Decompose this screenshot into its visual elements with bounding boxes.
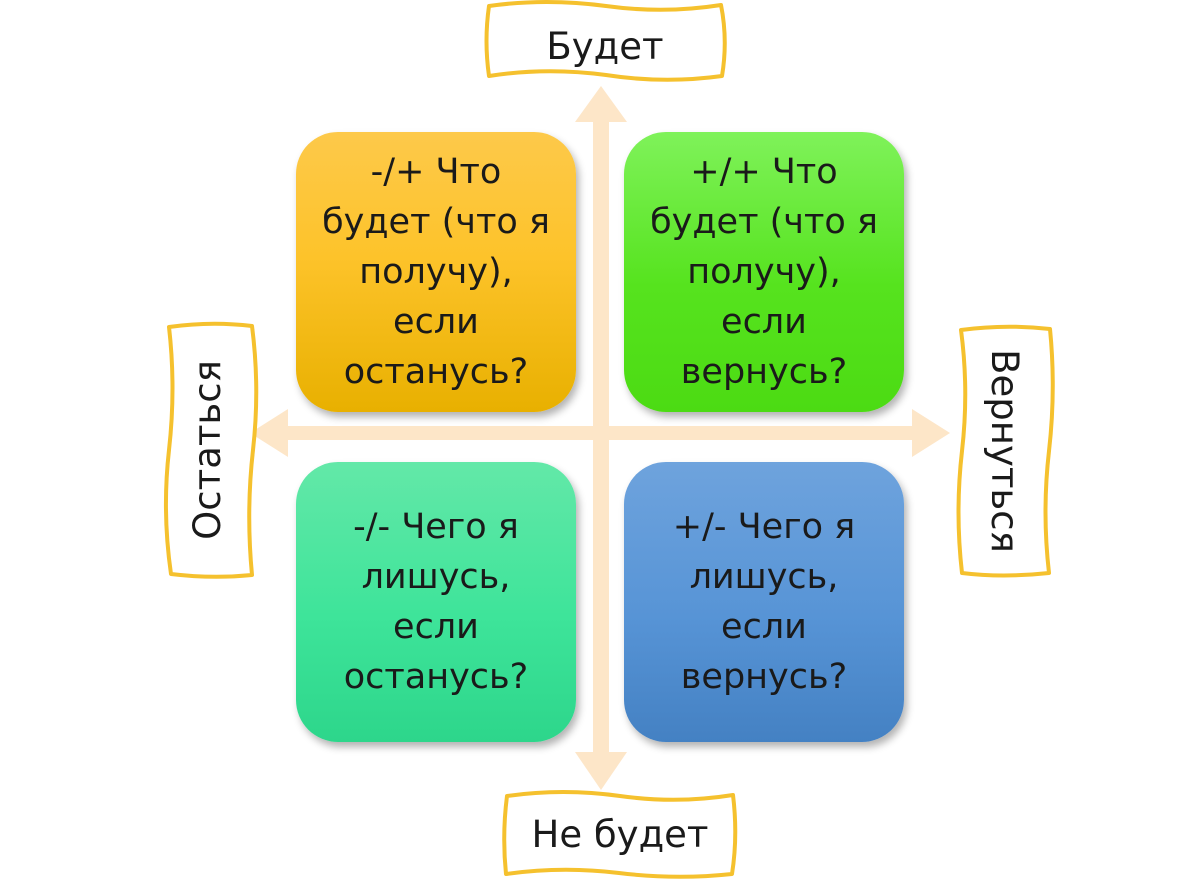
quadrant-top-right: +/+ Что будет (что я получу), если верну… — [624, 132, 904, 412]
sign-top — [484, 0, 727, 82]
quadrant-bottom-left: -/- Чего я лишусь, если останусь? — [296, 462, 576, 742]
quadrant-top-right-text: +/+ Что будет (что я получу), если верну… — [650, 152, 878, 392]
axis-label-left: Остаться — [186, 360, 229, 540]
axis-signs — [163, 0, 1055, 879]
quadrant-top-left: -/+ Что будет (что я получу), если остан… — [296, 132, 576, 412]
sign-left — [163, 321, 259, 579]
horizontal-axis-arrow — [250, 409, 950, 457]
quadrant-bottom-right: +/- Чего я лишусь, если вернусь? — [624, 462, 904, 742]
axis-label-bottom: Не будет — [531, 813, 709, 856]
quadrant-bottom-right-text: +/- Чего я лишусь, если вернусь? — [672, 507, 856, 697]
quadrant-top-left-text: -/+ Что будет (что я получу), если остан… — [322, 152, 550, 392]
sign-bottom — [502, 790, 738, 879]
axis-label-top: Будет — [546, 25, 664, 68]
sign-right — [956, 324, 1055, 578]
axis-label-right: Вернуться — [983, 349, 1026, 553]
quadrant-bottom-left-text: -/- Чего я лишусь, если останусь? — [343, 507, 529, 697]
axis-arrows — [250, 86, 950, 790]
